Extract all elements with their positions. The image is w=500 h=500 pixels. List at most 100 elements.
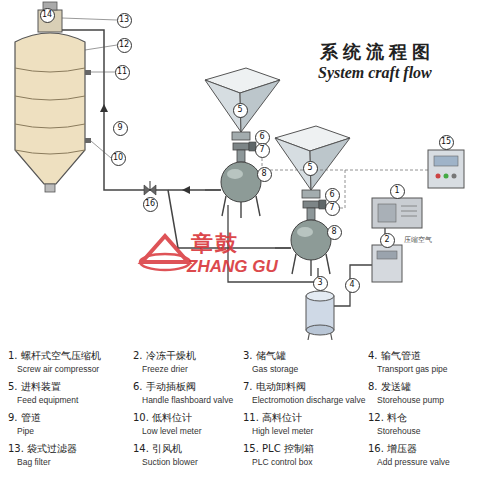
part-name-cn: 16. 增压器 <box>368 442 417 456</box>
compressor-grille <box>401 206 417 207</box>
callout-number: 1 <box>390 184 405 199</box>
part-name-en: Storehouse <box>368 426 420 436</box>
part-name-en: Add pressure valve <box>368 457 450 467</box>
part-name-en: Handle flashboard valve <box>133 395 233 405</box>
callout-text: 13 <box>119 16 129 24</box>
part-name-cn: 2. 冷冻干燥机 <box>133 349 196 363</box>
leader-line <box>91 72 115 73</box>
subtitle: System craft flow <box>318 64 432 82</box>
tank-bottom <box>306 325 334 335</box>
leader-lines <box>62 18 117 158</box>
watermark: ZHANG GU <box>187 257 278 277</box>
level-meter <box>85 138 91 143</box>
callout-number: 14 <box>40 8 55 23</box>
callout-number: 5 <box>303 161 318 176</box>
callout-text: 8 <box>331 228 336 236</box>
part-name-en: Feed equipment <box>8 395 78 405</box>
tank-top <box>306 291 334 301</box>
callout-text: 12 <box>119 41 129 49</box>
part-name-en: Low level meter <box>133 426 202 436</box>
brand-logo <box>140 236 190 270</box>
gas-pipe <box>334 265 372 306</box>
callout-number: 8 <box>327 225 342 240</box>
part-name-en: PLC control box <box>243 457 312 467</box>
part-name-cn: 8. 发送罐 <box>368 380 411 394</box>
part-name-cn: 14. 引风机 <box>133 442 182 456</box>
silo-band <box>15 68 85 72</box>
part-name-cn: 13. 袋式过滤器 <box>8 442 77 456</box>
callout-number: 16 <box>143 197 158 212</box>
callout-text: 3 <box>317 279 322 287</box>
silo-band <box>15 124 85 128</box>
part-name-cn: 9. 管道 <box>8 411 41 425</box>
callout-text: 1 <box>394 187 399 195</box>
leader-line <box>85 45 117 50</box>
logo-triangle <box>142 236 188 262</box>
callout-text: 16 <box>145 200 155 208</box>
air-compressor <box>372 198 422 228</box>
callout-number: 12 <box>117 38 132 53</box>
callout-number: 7 <box>255 143 270 158</box>
callout-number: 7 <box>325 201 340 216</box>
plc-button <box>444 174 449 179</box>
part-name-cn: 11. 高料位计 <box>243 411 302 425</box>
watermark: 章鼓 <box>191 229 239 259</box>
part-name-cn: 12. 料仓 <box>368 411 407 425</box>
callout-number: 11 <box>115 65 130 80</box>
callout-text: 11 <box>117 68 127 76</box>
compressor-unit <box>372 150 464 282</box>
transport-pipe <box>62 30 205 190</box>
leader-line <box>62 18 117 20</box>
callout-text: 6 <box>259 133 264 141</box>
callout-number: 5 <box>233 103 248 118</box>
freeze-drier <box>372 245 402 282</box>
plc-button <box>452 174 457 179</box>
flow-arrow <box>100 104 108 112</box>
part-name-en: Bag filter <box>8 457 51 467</box>
callout-text: 4 <box>349 281 354 289</box>
part-name-en: Electromotion discharge valve <box>243 395 365 405</box>
part-name-cn: 5. 进料装置 <box>8 380 61 394</box>
pipe-note: 压缩空气 <box>404 236 432 245</box>
callout-number: 9 <box>113 121 128 136</box>
callout-text: 9 <box>117 124 122 132</box>
callout-number: 13 <box>117 13 132 28</box>
part-name-cn: 6. 手动插板阀 <box>133 380 196 394</box>
part-name-en: Pipe <box>8 426 34 436</box>
callout-text: 6 <box>329 191 334 199</box>
callout-number: 3 <box>313 276 328 291</box>
part-name-en: Suction blower <box>133 457 198 467</box>
callout-text: 7 <box>329 204 334 212</box>
flow-arrow <box>182 186 190 194</box>
compressor-grille <box>401 216 417 217</box>
control-wire <box>262 150 428 170</box>
callout-text: 7 <box>259 146 264 154</box>
callout-text: 5 <box>307 164 312 172</box>
part-name-cn: 7. 电动卸料阀 <box>243 380 306 394</box>
logo-ring <box>140 254 190 270</box>
part-name-cn: 15. PLC 控制箱 <box>243 442 314 456</box>
callout-number: 8 <box>257 167 272 182</box>
callout-number: 15 <box>439 135 454 150</box>
silo-band <box>15 96 85 100</box>
callout-number: 4 <box>345 278 360 293</box>
gas-storage-tank <box>306 291 334 340</box>
silo-band <box>15 150 85 154</box>
part-name-en: Freeze drier <box>133 364 188 374</box>
part-name-en: Gas storage <box>243 364 298 374</box>
part-name-cn: 4. 输气管道 <box>368 349 421 363</box>
level-meter <box>85 70 91 75</box>
callout-text: 10 <box>113 154 123 162</box>
callout-text: 5 <box>237 106 242 114</box>
part-name-cn: 1. 螺杆式空气压缩机 <box>8 349 101 363</box>
diagram-title: 系统流程图 <box>320 40 435 64</box>
callout-text: 2 <box>384 236 389 244</box>
plc-button <box>436 174 441 179</box>
part-name-cn: 3. 储气罐 <box>243 349 286 363</box>
plc-screen <box>434 156 458 166</box>
part-name-en: Screw air compressor <box>8 364 99 374</box>
part-name-en: Transport gas pipe <box>368 364 448 374</box>
part-name-en: High level meter <box>243 426 313 436</box>
feed-hopper <box>275 126 350 276</box>
